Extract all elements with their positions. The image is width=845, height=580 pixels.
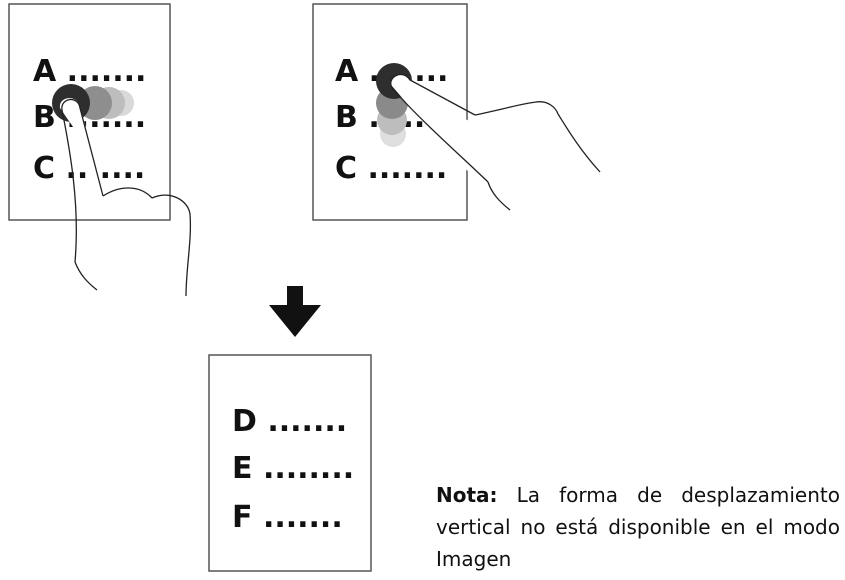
svg-text:A .......: A ....... [33, 54, 146, 89]
line-letter: A [335, 54, 359, 89]
line-letter: A [33, 54, 57, 89]
page-panel-result: D ....... E ........ F ....... [208, 354, 372, 572]
hand-swipe-horizontal-icon [59, 98, 192, 297]
line-dots: ....... [263, 500, 343, 535]
note-body: La forma de desplazamiento vertical no e… [436, 483, 840, 571]
line-dots: ....... [65, 151, 145, 186]
page-outline [208, 354, 372, 572]
line-letter: F [232, 500, 253, 535]
line-dots: ....... [67, 54, 147, 89]
svg-text:C .......: C ....... [33, 151, 145, 186]
svg-text:D .......: D ....... [232, 404, 347, 439]
line-letter: B [33, 100, 56, 135]
note-text: Nota: La forma de desplazamiento vertica… [436, 479, 840, 575]
down-arrow-icon [269, 286, 321, 337]
line-letter: D [232, 404, 257, 439]
svg-text:F .......: F ....... [232, 500, 343, 535]
line-dots: ....... [267, 404, 347, 439]
line-letter: C [33, 151, 55, 186]
line-letter: C [335, 151, 357, 186]
line-letter: E [232, 451, 253, 486]
line-letter: B [335, 100, 358, 135]
svg-text:E ........: E ........ [232, 451, 354, 486]
svg-text:C .......: C ....... [335, 151, 447, 186]
note-label: Nota: [436, 483, 498, 507]
line-dots: ........ [263, 451, 354, 486]
hand-swipe-vertical-icon [390, 73, 601, 211]
line-dots: ....... [367, 151, 447, 186]
